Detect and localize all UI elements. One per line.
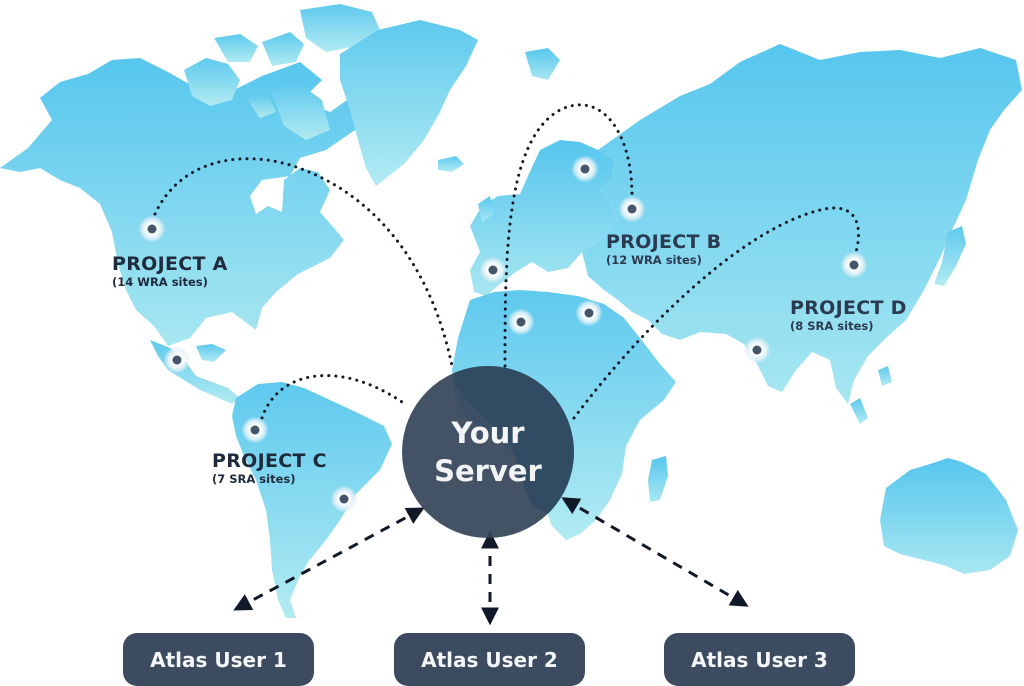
greenland [340, 20, 478, 186]
connector-user-3 [561, 497, 749, 607]
southeast-asia-islands [850, 366, 892, 424]
server-label-line1: Your [451, 416, 525, 450]
pin-france [480, 257, 506, 283]
server-node: Your Server [402, 366, 574, 538]
project-d-sites: (8 SRA sites) [790, 319, 874, 333]
project-d-title: PROJECT D [790, 297, 907, 319]
project-a-sites: (14 WRA sites) [112, 275, 208, 289]
project-b-label: PROJECT B (12 WRA sites) [606, 231, 721, 267]
connector-project-b [503, 103, 634, 368]
madagascar [648, 456, 668, 502]
project-c-sites: (7 SRA sites) [212, 472, 296, 486]
pin-brazil [331, 486, 357, 512]
japan [934, 226, 966, 286]
pin-project-c [242, 417, 268, 443]
africa-shadow [452, 366, 574, 516]
pin-project-d [841, 252, 867, 278]
atlas-user-1-button[interactable]: Atlas User 1 [123, 633, 314, 686]
iceland [438, 156, 464, 172]
pin-project-b [619, 196, 645, 222]
atlas-user-3-button[interactable]: Atlas User 3 [664, 633, 855, 686]
project-d-label: PROJECT D (8 SRA sites) [790, 297, 907, 333]
pin-central-america [164, 347, 190, 373]
pin-project-a [139, 216, 165, 242]
project-a-title: PROJECT A [112, 253, 228, 275]
project-a-label: PROJECT A (14 WRA sites) [112, 253, 228, 289]
server-label-line2: Server [434, 454, 542, 488]
project-connectors [153, 103, 860, 420]
pin-north-africa [508, 309, 534, 335]
atlas-user-2-button[interactable]: Atlas User 2 [394, 633, 585, 686]
arctic-islands [184, 4, 380, 140]
project-c-label: PROJECT C (7 SRA sites) [212, 450, 327, 486]
connector-project-d [572, 206, 860, 420]
connector-project-a [153, 157, 454, 368]
continent-asia [582, 44, 1022, 404]
pin-india [744, 337, 770, 363]
location-pins [139, 156, 867, 512]
user-connectors [233, 497, 749, 626]
project-b-sites: (12 WRA sites) [606, 253, 702, 267]
pin-finland [572, 156, 598, 182]
pin-egypt [576, 300, 602, 326]
continent-australia [880, 458, 1018, 574]
connector-project-c [260, 374, 404, 420]
project-c-title: PROJECT C [212, 450, 327, 472]
project-b-title: PROJECT B [606, 231, 722, 253]
